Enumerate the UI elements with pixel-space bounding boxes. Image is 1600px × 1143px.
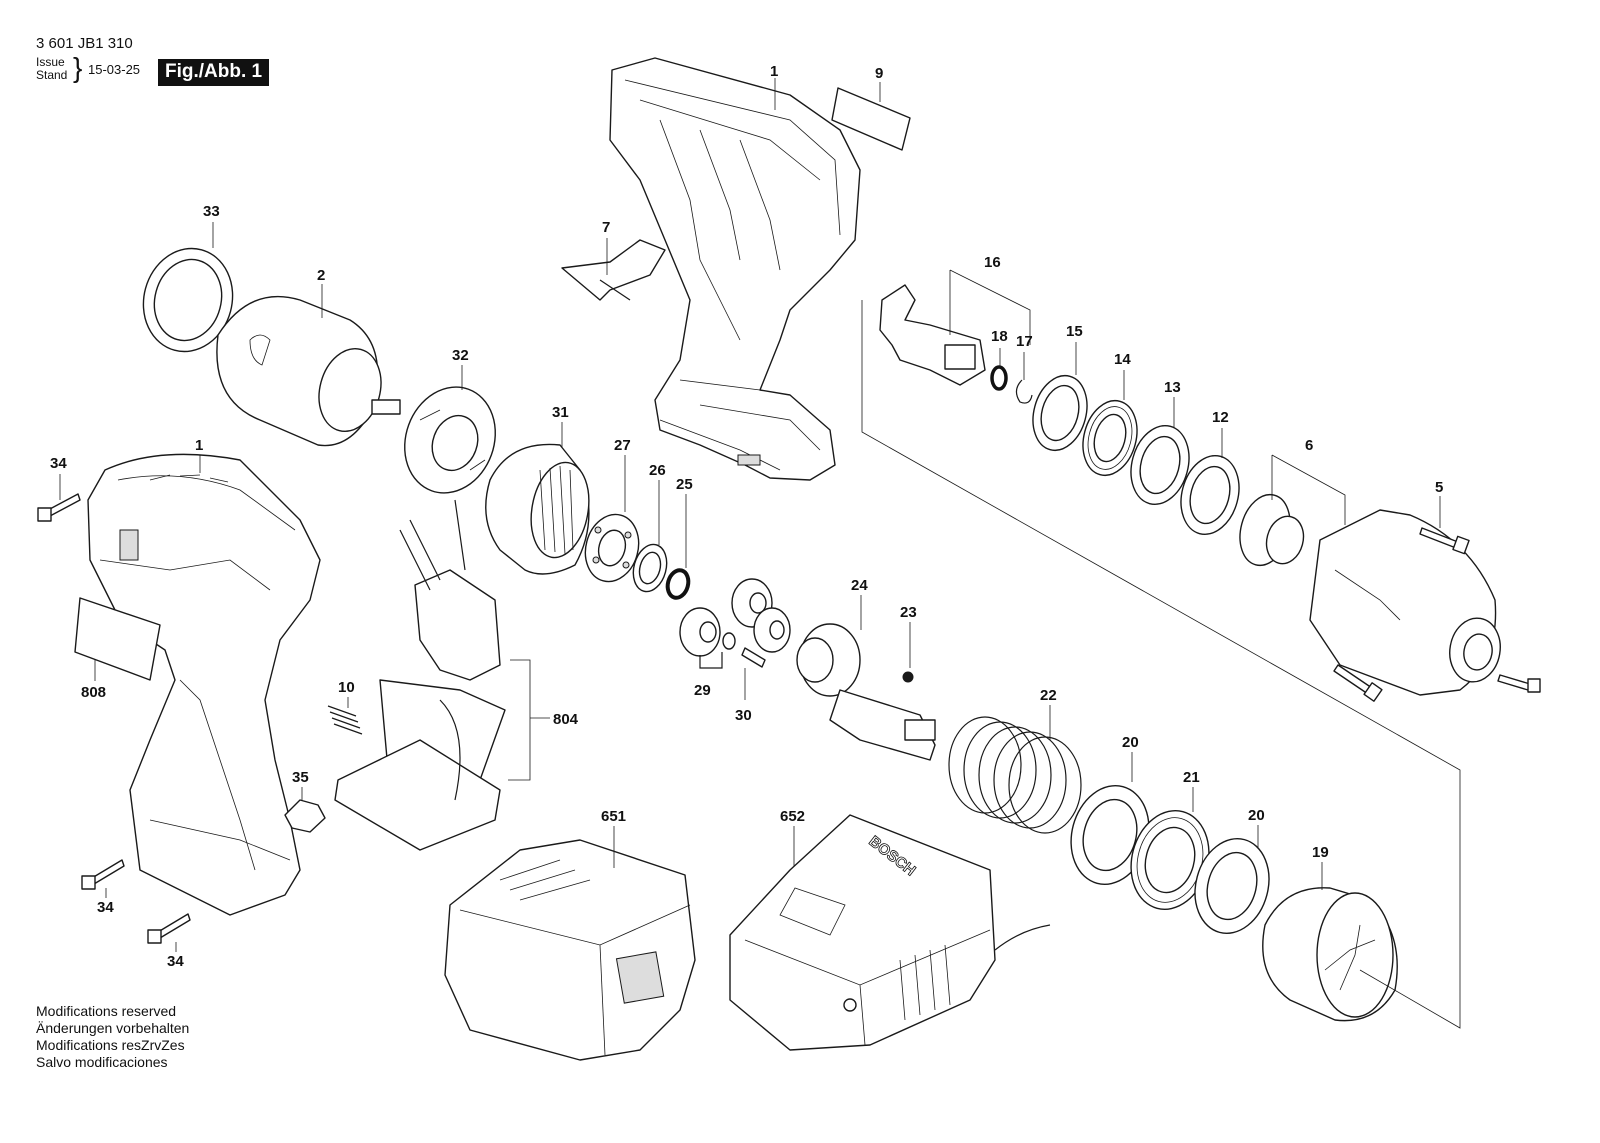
washer-20-b <box>1194 838 1270 934</box>
direction-switch-7 <box>561 239 666 301</box>
label-p31: 31 <box>552 404 569 421</box>
label-p9: 9 <box>875 65 883 82</box>
spindle-24 <box>796 623 936 761</box>
o-ring-18 <box>990 365 1008 391</box>
screw-34-top <box>37 493 81 522</box>
label-p25: 25 <box>676 476 693 493</box>
label-p13: 13 <box>1164 379 1181 396</box>
assembly-guide-line <box>861 300 1461 1029</box>
label-p23: 23 <box>900 604 917 621</box>
label-p30: 30 <box>735 707 752 724</box>
o-ring-25 <box>665 568 691 600</box>
hammer-19 <box>1262 887 1398 1022</box>
label-p16: 16 <box>984 254 1001 271</box>
label-p22: 22 <box>1040 687 1057 704</box>
label-p19: 19 <box>1312 844 1329 861</box>
needle-bearing-14 <box>1082 399 1138 477</box>
modification-notes: Modifications reserved Änderungen vorbeh… <box>36 1003 189 1071</box>
switch-module-804 <box>334 499 506 851</box>
label-p18: 18 <box>991 328 1008 345</box>
label-p652: 652 <box>780 808 805 825</box>
label-p26: 26 <box>649 462 666 479</box>
stand-label: Stand <box>36 68 68 82</box>
label-p17: 17 <box>1016 333 1033 350</box>
issue-date: 15-03-25 <box>88 62 141 77</box>
label-p10: 10 <box>338 679 355 696</box>
label-p32: 32 <box>452 347 469 364</box>
needle-bearing-21 <box>1130 810 1210 910</box>
pin-30 <box>741 647 766 668</box>
label-p2: 2 <box>317 267 325 284</box>
charger-652: BOSCH <box>729 814 1051 1051</box>
bearing-27 <box>584 513 640 583</box>
label-p29: 29 <box>694 682 711 699</box>
label-p27: 27 <box>614 437 631 454</box>
label-p34-bottom: 34 <box>167 953 184 970</box>
ring-gear-31 <box>485 443 590 575</box>
note-line: Salvo modificaciones <box>36 1054 168 1070</box>
spring-22 <box>948 716 1082 834</box>
part-number-labels: 1 9 7 33 2 32 31 27 26 25 1 34 808 10 35… <box>50 63 1443 970</box>
label-p15: 15 <box>1066 323 1083 340</box>
note-line: Modifications reserved <box>36 1003 177 1019</box>
spring-10 <box>327 705 363 735</box>
document-code: 3 601 JB1 310 <box>36 35 133 52</box>
bracket-6 <box>1271 454 1346 525</box>
label-p808: 808 <box>81 684 106 701</box>
label-p21: 21 <box>1183 769 1200 786</box>
bracket-804 <box>508 659 550 781</box>
label-p7: 7 <box>602 219 610 236</box>
screw-front-2 <box>1497 674 1541 693</box>
issue-label: Issue <box>36 55 65 69</box>
label-p34-mid: 34 <box>97 899 114 916</box>
brace-glyph: } <box>73 52 83 83</box>
label-p35: 35 <box>292 769 309 786</box>
screw-front-1 <box>1333 664 1383 702</box>
label-p24: 24 <box>851 577 868 594</box>
battery-pack-651 <box>444 839 696 1061</box>
ring-33 <box>142 247 234 353</box>
screw-34-mid <box>81 859 125 890</box>
label-p1-left: 1 <box>195 437 203 454</box>
label-p34-top: 34 <box>50 455 67 472</box>
clip-35 <box>284 799 326 833</box>
label-p1-top: 1 <box>770 63 778 80</box>
label-p33: 33 <box>203 203 220 220</box>
washer-12 <box>1180 454 1240 536</box>
washer-26 <box>632 543 668 593</box>
label-p5: 5 <box>1435 479 1443 496</box>
planet-gears-29 <box>679 578 791 669</box>
gear-housing-front <box>1309 509 1501 696</box>
washer-20-a <box>1070 785 1150 885</box>
label-p804: 804 <box>553 711 579 728</box>
issue-stand-labels: Issue Stand <box>36 56 67 82</box>
note-line: Änderungen vorbehalten <box>36 1020 190 1036</box>
washer-15 <box>1032 374 1088 452</box>
anvil-16 <box>879 284 986 386</box>
label-sticker-808 <box>74 597 161 681</box>
label-sticker-9 <box>831 87 911 151</box>
leader-lines <box>59 78 1441 952</box>
housing-shell-left <box>87 453 321 916</box>
bracket-16 <box>949 269 1031 345</box>
housing-shell-right <box>609 57 861 481</box>
cover-32 <box>404 386 496 494</box>
figure-label: Fig./Abb. 1 <box>158 59 270 86</box>
label-p651: 651 <box>601 808 626 825</box>
motor-2 <box>216 295 401 447</box>
label-p12: 12 <box>1212 409 1229 426</box>
label-p20-b: 20 <box>1248 807 1265 824</box>
label-p14: 14 <box>1114 351 1131 368</box>
bushing-6 <box>1239 493 1305 567</box>
screw-34-bottom <box>147 913 191 944</box>
retaining-ring-17 <box>1015 379 1033 404</box>
note-line: Modifications resZrvZes <box>36 1037 185 1053</box>
label-p20-a: 20 <box>1122 734 1139 751</box>
label-p6: 6 <box>1305 437 1313 454</box>
washer-13 <box>1130 424 1190 506</box>
ball-23 <box>902 671 914 683</box>
screw-5 <box>1419 527 1470 555</box>
